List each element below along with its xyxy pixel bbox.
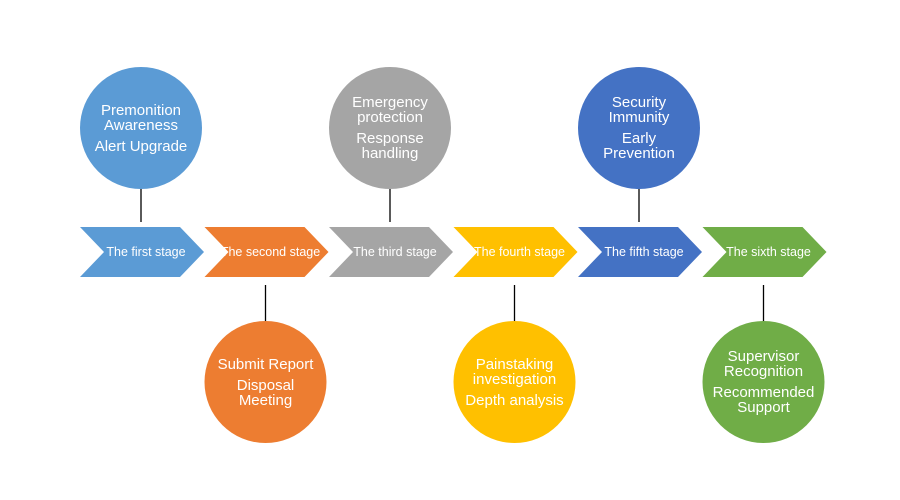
stage-circle-1 xyxy=(80,67,202,189)
stage-chevron-1 xyxy=(80,227,204,277)
stage-chevron-3 xyxy=(329,227,453,277)
circle-line2-3: Response handling xyxy=(356,130,424,162)
circle-line2-2: Disposal Meeting xyxy=(236,376,295,409)
circle-line2-1: Alert Upgrade xyxy=(94,137,188,155)
circle-line1-4: Painstaking investigation xyxy=(472,355,557,388)
stage-chevron-6 xyxy=(702,227,827,277)
stage-label-3: The third stage xyxy=(353,245,437,259)
stage-label-4: The fourth stage xyxy=(473,245,566,259)
circle-line1-5: Security Immunity xyxy=(608,94,670,126)
circle-line2-6: Recommended Support xyxy=(712,384,815,416)
stage-chevron-5 xyxy=(578,227,702,277)
circle-line1-6: Supervisor Recognition xyxy=(723,348,804,380)
stage-circle-6 xyxy=(702,321,825,443)
stage-label-5: The fifth stage xyxy=(604,245,684,259)
circle-line1-3: Emergency protection xyxy=(352,94,428,126)
stage-circle-5 xyxy=(578,67,700,189)
stage-label-1: The first stage xyxy=(106,245,186,259)
stage-circle-3 xyxy=(329,67,451,189)
circle-line1-2: Submit Report xyxy=(217,355,314,373)
stage-circle-2 xyxy=(204,321,327,443)
stage-label-6: The sixth stage xyxy=(726,245,811,259)
stage-chevron-4 xyxy=(453,227,578,277)
circle-line1-1: Premonition Awareness xyxy=(100,101,182,134)
stage-label-2: The second stage xyxy=(220,245,321,259)
circle-line2-4: Depth analysis xyxy=(465,391,564,409)
stage-circle-4 xyxy=(453,321,576,443)
circle-line2-5: Early Prevention xyxy=(603,130,675,162)
stage-chevron-2 xyxy=(204,227,329,277)
